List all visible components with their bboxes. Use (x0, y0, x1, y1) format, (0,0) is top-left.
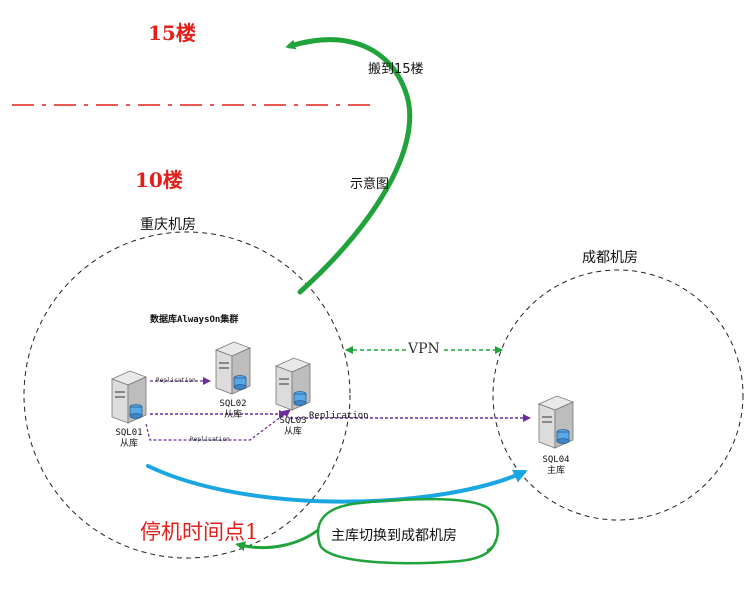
sql01-role: 从库 (119, 439, 138, 449)
downtime-hook-arrow (235, 528, 320, 552)
downtime-label: 停机时间点1 (140, 520, 259, 544)
server-icon-sql02 (212, 340, 252, 396)
sql02-role: 从库 (223, 410, 242, 420)
sql03-role: 从库 (283, 427, 302, 437)
sql02-label: SQL02 从库 (216, 399, 250, 421)
sql02-name: SQL02 (219, 399, 247, 409)
server-icon-sql04 (535, 394, 575, 450)
sql03-label: SQL03 从库 (276, 416, 310, 438)
switchover-arrow (146, 464, 528, 504)
replication-label-3: Replication (190, 436, 230, 443)
diagram-annotation: 示意图 (350, 177, 390, 192)
sql04-label: SQL04 主库 (539, 455, 573, 477)
sql01-name: SQL01 (115, 428, 143, 438)
move-arrow (285, 37, 413, 295)
floor-15-label: 15楼 (148, 21, 196, 45)
server-icon-sql01 (108, 369, 148, 425)
move-annotation: 搬到15楼 (368, 62, 424, 77)
sql01-label: SQL01 从库 (112, 428, 146, 450)
chengdu-room-circle (492, 269, 744, 521)
chengdu-room-label: 成都机房 (582, 250, 638, 266)
chongqing-room-label: 重庆机房 (140, 217, 196, 233)
vpn-label: VPN (406, 341, 442, 357)
sql03-name: SQL03 (279, 416, 307, 426)
switch-highlight-circle (316, 497, 499, 565)
sql04-name: SQL04 (542, 455, 570, 465)
switch-label: 主库切换到成都机房 (331, 528, 457, 544)
replication-label-2: Replication (309, 411, 369, 421)
server-icon-sql03 (272, 356, 312, 412)
floor-10-label: 10楼 (135, 168, 183, 192)
chongqing-room-circle (23, 231, 351, 559)
replication-arrow-sql03-lower (145, 409, 291, 441)
replication-label-1: Replication (156, 377, 196, 384)
sql04-role: 主库 (546, 466, 565, 476)
cluster-label: 数据库AlwaysOn集群 (150, 315, 239, 325)
